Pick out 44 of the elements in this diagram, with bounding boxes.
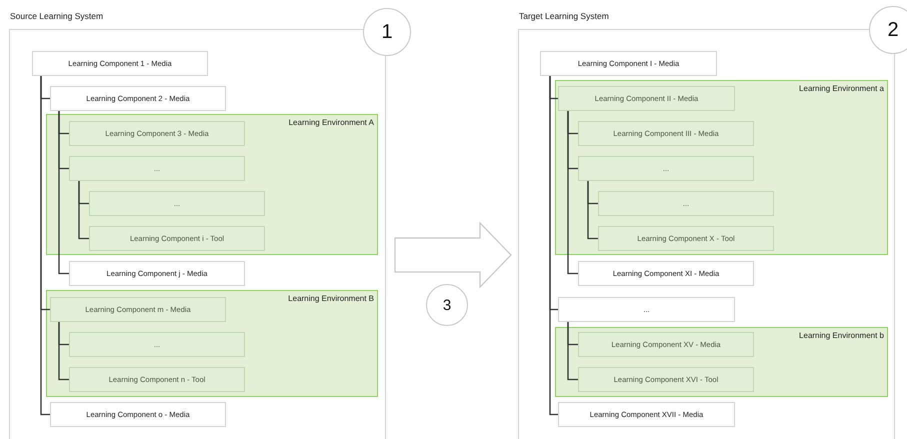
tree-connector — [549, 76, 558, 416]
component-box — [558, 297, 735, 322]
component-box — [69, 261, 245, 286]
component-box — [89, 191, 265, 216]
step-number: 3 — [442, 298, 452, 312]
component-box — [89, 226, 265, 251]
component-box — [578, 156, 754, 181]
component-box — [578, 332, 754, 357]
component-box — [598, 191, 774, 216]
environment-panel — [555, 327, 888, 397]
environment-label: Learning Environment A — [288, 117, 374, 129]
system-title: Source Learning System — [10, 10, 104, 23]
tree-connector — [40, 76, 50, 416]
component-box — [69, 367, 245, 392]
component-box — [598, 226, 774, 251]
environment-panel — [46, 114, 378, 255]
environment-panel — [46, 290, 378, 397]
environment-label: Learning Environment a — [799, 83, 884, 95]
tree-connector — [78, 181, 89, 240]
component-box — [32, 51, 208, 76]
step-number: 1 — [381, 22, 393, 42]
block-arrow — [394, 222, 512, 288]
component-box — [69, 121, 245, 146]
environment-label: Learning Environment B — [288, 293, 374, 305]
component-box — [69, 156, 245, 181]
tree-connector — [587, 181, 598, 240]
component-box — [69, 332, 245, 357]
component-box — [578, 121, 754, 146]
component-box — [50, 86, 226, 111]
step-number: 2 — [887, 20, 899, 40]
tree-connector — [567, 111, 578, 274]
component-box — [578, 367, 754, 392]
component-box — [540, 51, 717, 76]
environment-panel — [555, 80, 888, 255]
component-box — [578, 261, 754, 286]
tree-connector — [567, 322, 578, 380]
component-box — [50, 402, 226, 427]
component-box — [558, 402, 735, 427]
component-box — [558, 86, 735, 111]
system-title: Target Learning System — [519, 10, 609, 23]
environment-label: Learning Environment b — [799, 330, 884, 342]
tree-connector — [58, 111, 69, 274]
component-box — [50, 297, 226, 322]
tree-connector — [58, 322, 69, 380]
